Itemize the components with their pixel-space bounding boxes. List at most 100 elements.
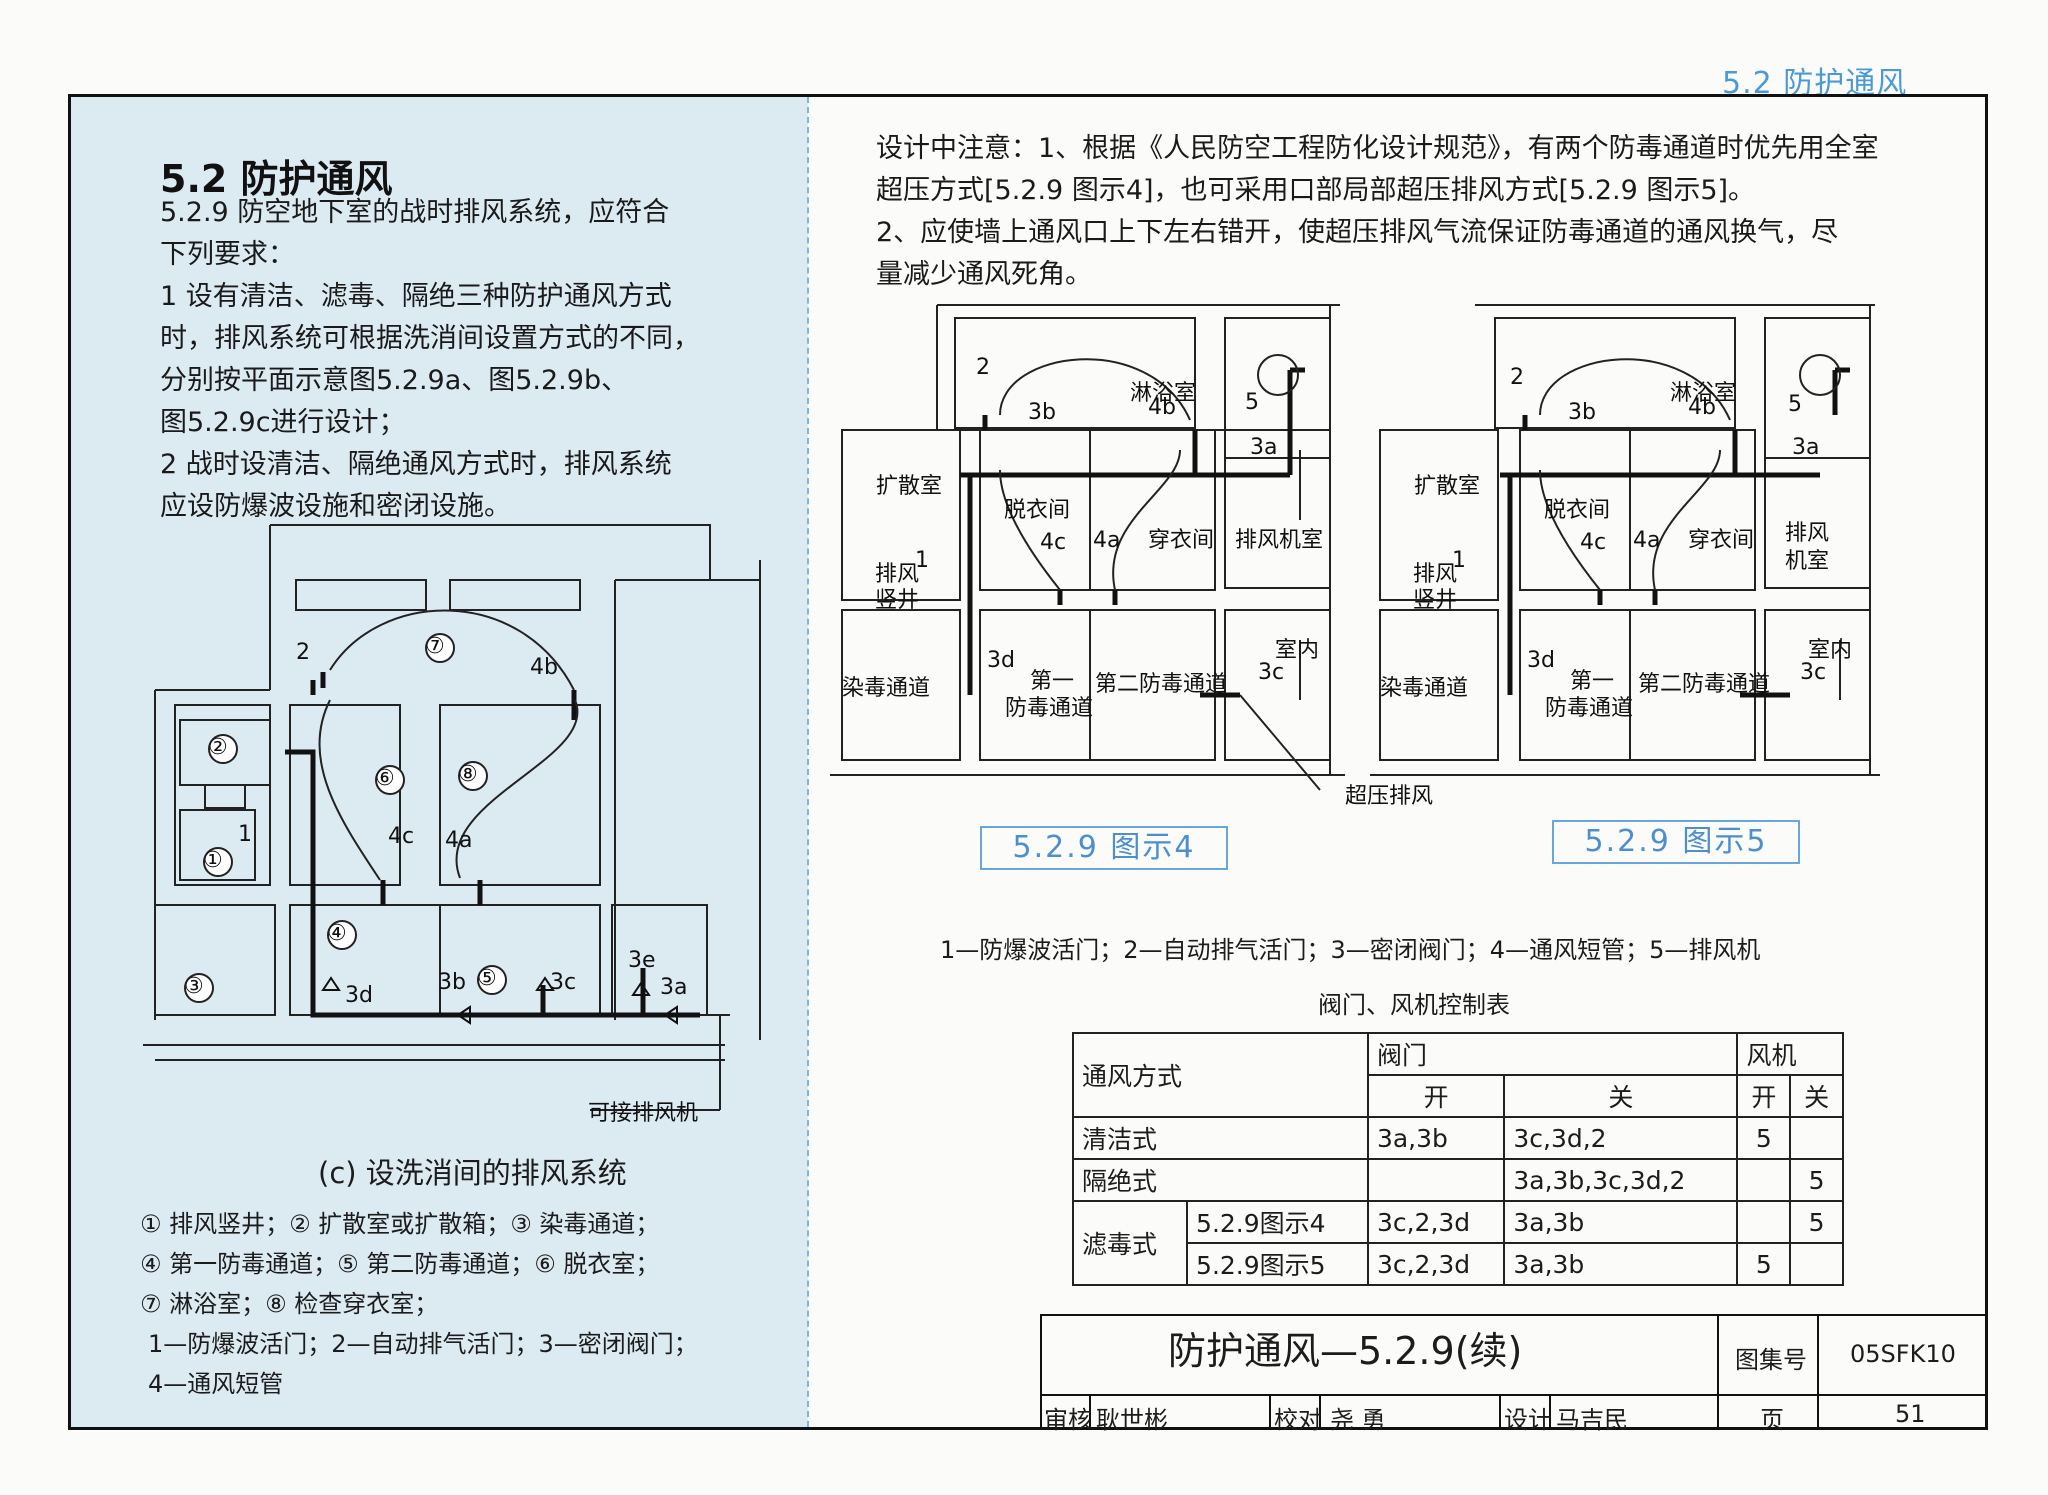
review-label: 审核 bbox=[1044, 1406, 1092, 1434]
table-row: 隔绝式 3a,3b,3c,3d,2 5 bbox=[1072, 1158, 1844, 1202]
page-label: 页 bbox=[1760, 1406, 1784, 1434]
table-cell: 隔绝式 bbox=[1072, 1158, 1369, 1202]
fig5-label-3d: 3d bbox=[1527, 648, 1555, 673]
fig5-label-4a: 4a bbox=[1633, 528, 1661, 553]
diagram-label-1: 1 bbox=[238, 822, 252, 847]
fig5-room-shaft: 排风 bbox=[1413, 562, 1458, 587]
legend-line: ① 排风竖井；② 扩散室或扩散箱；③ 染毒通道； bbox=[140, 1210, 660, 1238]
table-header-valve: 阀门 bbox=[1366, 1032, 1739, 1076]
fig5-room-indoor: 室内 bbox=[1808, 638, 1853, 663]
table-cell: 3a,3b,3c,3d,2 bbox=[1503, 1158, 1739, 1202]
design-note-line: 超压方式[5.2.9 图示4]，也可采用口部局部超压排风方式[5.2.9 图示5… bbox=[876, 175, 1756, 206]
diagram-label-3b: 3b bbox=[438, 970, 466, 995]
table-cell: 清洁式 bbox=[1072, 1116, 1369, 1160]
diagram-label-3a: 3a bbox=[660, 975, 688, 1000]
table-cell: 3c,2,3d bbox=[1366, 1200, 1506, 1244]
table-title: 阀门、风机控制表 bbox=[1318, 991, 1510, 1019]
table-cell: 5 bbox=[1736, 1116, 1792, 1160]
figure-caption: (c) 设洗消间的排风系统 bbox=[318, 1156, 627, 1190]
table-cell bbox=[1736, 1200, 1792, 1244]
fig5-caption-box: 5.2.9 图示5 bbox=[1552, 820, 1800, 864]
table-header-valve-close: 关 bbox=[1503, 1074, 1739, 1118]
fig4-room-second: 第二防毒通道 bbox=[1095, 672, 1228, 697]
fig4-label-1: 1 bbox=[915, 548, 929, 573]
clause-text-line: 1 设有清洁、滤毒、隔绝三种防护通风方式 bbox=[160, 281, 672, 312]
table-header-valve-open: 开 bbox=[1366, 1074, 1506, 1118]
design-note-line: 设计中注意：1、根据《人民防空工程防化设计规范》，有两个防毒通道时优先用全室 bbox=[876, 133, 1879, 164]
fig4-label-3a: 3a bbox=[1250, 435, 1278, 460]
fig5-room-first: 第一 bbox=[1570, 669, 1615, 694]
clause-text-line: 5.2.9 防空地下室的战时排风系统，应符合 bbox=[160, 197, 670, 228]
fig5-room-first: 防毒通道 bbox=[1545, 696, 1634, 721]
fig5-label-5: 5 bbox=[1788, 392, 1802, 417]
fig5-label-2: 2 bbox=[1510, 365, 1524, 390]
table-cell: 滤毒式 bbox=[1071, 1200, 1189, 1286]
diagram-label-3d: 3d bbox=[345, 983, 373, 1008]
table-cell: 3c,2,3d bbox=[1366, 1242, 1506, 1286]
clause-text-line: 图5.2.9c进行设计； bbox=[160, 407, 406, 438]
legend-line: ④ 第一防毒通道；⑤ 第二防毒通道；⑥ 脱衣室； bbox=[140, 1250, 660, 1278]
valve-fan-control-table: 通风方式 阀门 风机 开 关 开 关 清洁式 3a,3b 3c,3d,2 5 隔… bbox=[1071, 1032, 1844, 1286]
diagram-label-circle-8: ⑧ bbox=[458, 762, 478, 787]
fig4-room-diffuse: 扩散室 bbox=[876, 474, 943, 499]
fig5-room-fanroom: 排风 bbox=[1785, 521, 1830, 546]
right-legend: 1—防爆波活门；2—自动排气活门；3—密闭阀门；4—通风短管；5—排风机 bbox=[940, 936, 1761, 964]
diagram-label-circle-3: ③ bbox=[184, 974, 204, 999]
fig4-label-4c: 4c bbox=[1040, 530, 1067, 555]
table-header-fan: 风机 bbox=[1736, 1032, 1844, 1076]
clause-text-line: 应设防爆波设施和密闭设施。 bbox=[160, 491, 511, 522]
fig5-room-contaminated: 染毒通道 bbox=[1380, 676, 1469, 701]
fig5-room-second: 第二防毒通道 bbox=[1638, 672, 1771, 697]
diagram-label-3e: 3e bbox=[628, 948, 656, 973]
diagram-label-circle-1: ① bbox=[203, 848, 223, 873]
fig4-label-4a: 4a bbox=[1093, 528, 1121, 553]
table-cell: 3a,3b bbox=[1366, 1116, 1506, 1160]
table-cell bbox=[1736, 1158, 1792, 1202]
legend-line: 4—通风短管 bbox=[148, 1370, 284, 1398]
fig5-room-diffuse: 扩散室 bbox=[1414, 474, 1481, 499]
table-cell: 3c,3d,2 bbox=[1503, 1116, 1739, 1160]
section-heading: 5.2 防护通风 bbox=[160, 157, 393, 201]
table-row: 清洁式 3a,3b 3c,3d,2 5 bbox=[1072, 1116, 1844, 1160]
design-label: 设计 bbox=[1504, 1406, 1552, 1434]
fig4-room-shower: 淋浴室 bbox=[1130, 381, 1197, 406]
reviewer-name: 耿世彬 bbox=[1096, 1406, 1168, 1434]
fig4-label-3d: 3d bbox=[987, 648, 1015, 673]
fig4-label-5: 5 bbox=[1245, 390, 1259, 415]
design-note-line: 2、应使墙上通风口上下左右错开，使超压排风气流保证防毒通道的通风换气，尽 bbox=[876, 217, 1839, 248]
fig4-room-first: 防毒通道 bbox=[1005, 696, 1094, 721]
fig4-room-shaft: 竖井 bbox=[875, 588, 920, 613]
drawing-title: 防护通风—5.2.9(续) bbox=[1168, 1329, 1523, 1373]
clause-text-line: 分别按平面示意图5.2.9a、图5.2.9b、 bbox=[160, 365, 629, 396]
diagram-label-4c: 4c bbox=[388, 824, 415, 849]
diagram-label-circle-7: ⑦ bbox=[425, 634, 445, 659]
table-row: 5.2.9图示5 3c,2,3d 3a,3b 5 bbox=[1073, 1242, 1844, 1286]
table-header-fan-close: 关 bbox=[1789, 1074, 1844, 1118]
diagram-label-4b: 4b bbox=[530, 655, 558, 680]
fig5-label-4b: 4b bbox=[1688, 395, 1716, 420]
atlas-label: 图集号 bbox=[1735, 1346, 1807, 1374]
check-label: 校对 bbox=[1274, 1406, 1322, 1434]
legend-line: ⑦ 淋浴室；⑧ 检查穿衣室； bbox=[140, 1290, 439, 1318]
fig4-room-undress: 脱衣间 bbox=[1004, 498, 1071, 523]
fig4-room-shaft: 排风 bbox=[875, 562, 920, 587]
fig5-room-undress: 脱衣间 bbox=[1544, 498, 1611, 523]
table-cell: 5 bbox=[1789, 1158, 1844, 1202]
diagram-label-circle-2: ② bbox=[208, 735, 228, 760]
atlas-number: 05SFK10 bbox=[1850, 1340, 1956, 1368]
fig4-room-indoor: 室内 bbox=[1275, 638, 1320, 663]
diagram-label-circle-5: ⑤ bbox=[477, 966, 497, 991]
fig5-room-fanroom: 机室 bbox=[1785, 549, 1830, 574]
fig4-room-dress: 穿衣间 bbox=[1148, 528, 1215, 553]
fig4-label-2: 2 bbox=[976, 355, 990, 380]
panel-divider bbox=[807, 97, 810, 1427]
table-cell: 3a,3b bbox=[1503, 1242, 1739, 1286]
design-note-line: 量减少通风死角。 bbox=[876, 259, 1092, 290]
diagram-label-circle-6: ⑥ bbox=[375, 766, 395, 791]
table-cell bbox=[1366, 1158, 1506, 1202]
fig5-label-3c: 3c bbox=[1800, 660, 1827, 685]
table-cell: 5.2.9图示4 bbox=[1186, 1200, 1369, 1244]
fig5-label-4c: 4c bbox=[1580, 530, 1607, 555]
fig4-room-fanroom: 排风机室 bbox=[1235, 528, 1324, 553]
fig5-room-dress: 穿衣间 bbox=[1688, 528, 1755, 553]
